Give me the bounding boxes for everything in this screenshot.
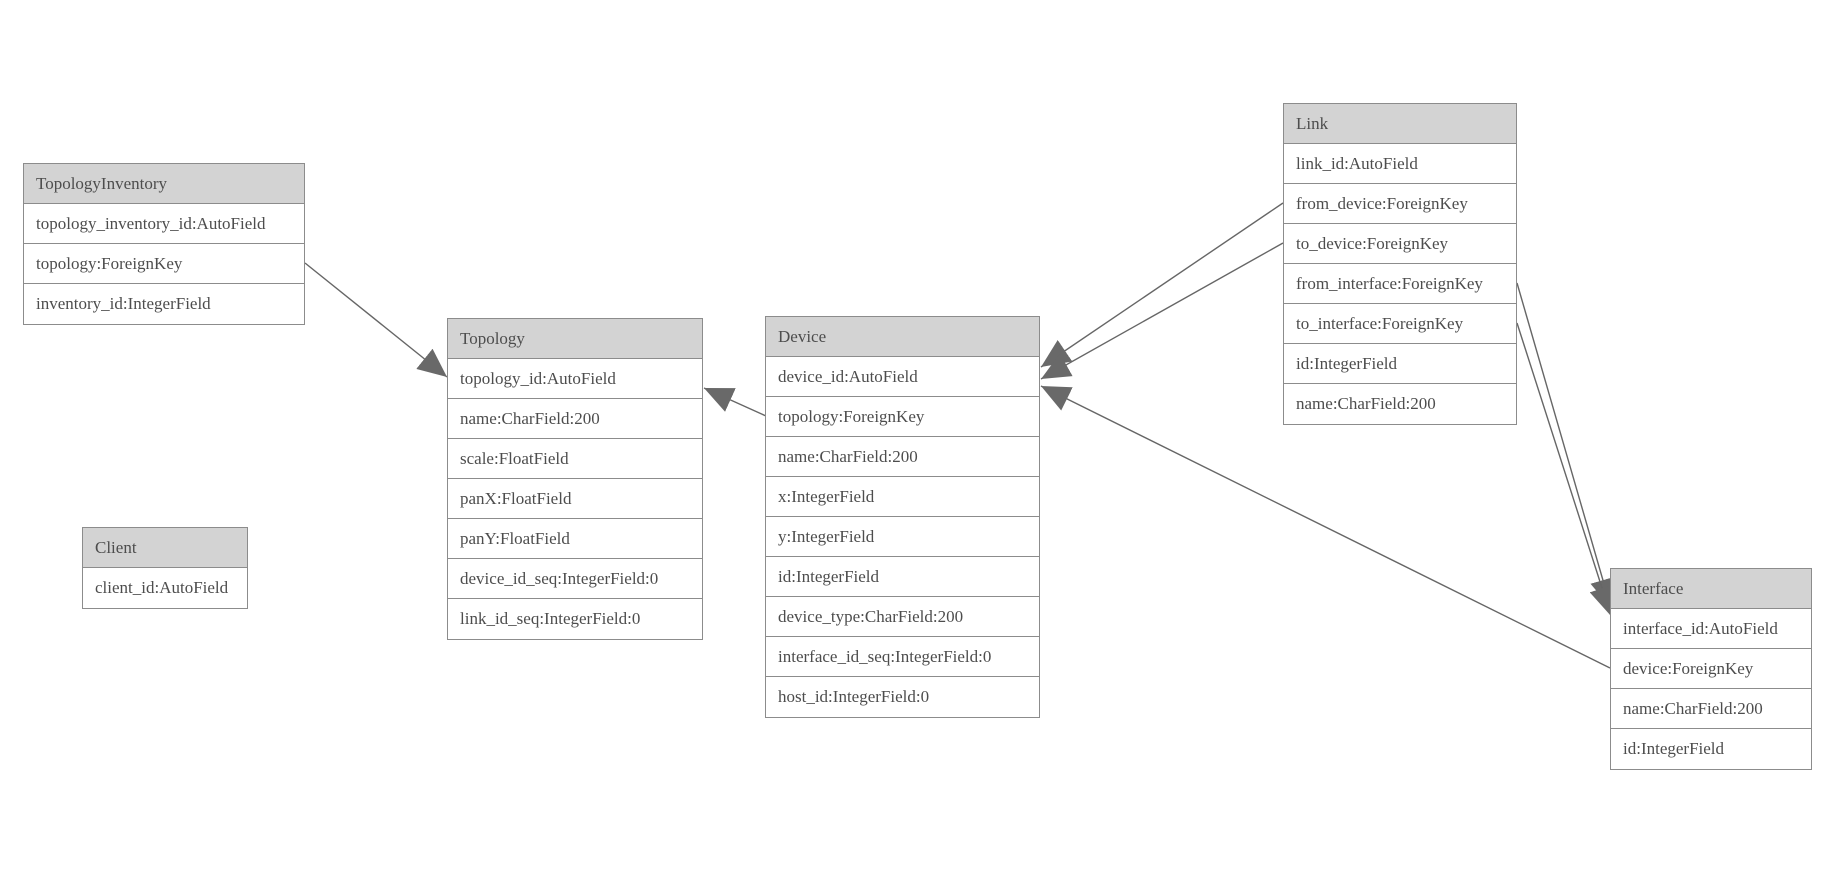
entity-field-row: scale:FloatField	[448, 439, 702, 479]
entity-field-row: to_device:ForeignKey	[1284, 224, 1516, 264]
entity-field-row: device:ForeignKey	[1611, 649, 1811, 689]
entity-field-row: inventory_id:IntegerField	[24, 284, 304, 324]
entity-field-row: name:CharField:200	[1611, 689, 1811, 729]
connector-link-from_device-to-device	[1040, 202, 1284, 368]
entity-field-row: interface_id_seq:IntegerField:0	[766, 637, 1039, 677]
connector-link-to_interface-to-interface	[1516, 322, 1615, 617]
entity-field-row: x:IntegerField	[766, 477, 1039, 517]
entity-field-row: topology:ForeignKey	[766, 397, 1039, 437]
connector-link-from_interface-to-interface	[1516, 282, 1616, 609]
entity-title: Interface	[1611, 569, 1811, 609]
entity-field-row: topology_inventory_id:AutoField	[24, 204, 304, 244]
entity-field-row: id:IntegerField	[766, 557, 1039, 597]
entity-field-row: link_id_seq:IntegerField:0	[448, 599, 702, 639]
entity-field-row: name:CharField:200	[448, 399, 702, 439]
connector-link-to_device-to-device	[1040, 242, 1284, 380]
entity-field-row: interface_id:AutoField	[1611, 609, 1811, 649]
entity-title: Device	[766, 317, 1039, 357]
entity-field-row: panY:FloatField	[448, 519, 702, 559]
entity-field-row: link_id:AutoField	[1284, 144, 1516, 184]
entity-field-row: panX:FloatField	[448, 479, 702, 519]
entity-title: TopologyInventory	[24, 164, 304, 204]
connector-interface-device-to-device	[1040, 385, 1611, 669]
entity-field-row: client_id:AutoField	[83, 568, 247, 608]
entity-field-row: id:IntegerField	[1611, 729, 1811, 769]
entity-field-row: y:IntegerField	[766, 517, 1039, 557]
entity-title: Link	[1284, 104, 1516, 144]
entity-field-row: host_id:IntegerField:0	[766, 677, 1039, 717]
entity-field-row: device_type:CharField:200	[766, 597, 1039, 637]
entity-field-row: id:IntegerField	[1284, 344, 1516, 384]
entity-field-row: from_device:ForeignKey	[1284, 184, 1516, 224]
entity-field-row: device_id_seq:IntegerField:0	[448, 559, 702, 599]
entity-field-row: name:CharField:200	[1284, 384, 1516, 424]
connector-topologyinventory-topology-to-topology	[304, 262, 448, 378]
entity-field-row: name:CharField:200	[766, 437, 1039, 477]
entity-field-row: topology_id:AutoField	[448, 359, 702, 399]
entity-field-row: topology:ForeignKey	[24, 244, 304, 284]
connector-device-topology-to-topology	[703, 387, 767, 417]
entity-field-row: from_interface:ForeignKey	[1284, 264, 1516, 304]
entity-field-row: to_interface:ForeignKey	[1284, 304, 1516, 344]
entity-title: Topology	[448, 319, 702, 359]
entity-title: Client	[83, 528, 247, 568]
entity-field-row: device_id:AutoField	[766, 357, 1039, 397]
